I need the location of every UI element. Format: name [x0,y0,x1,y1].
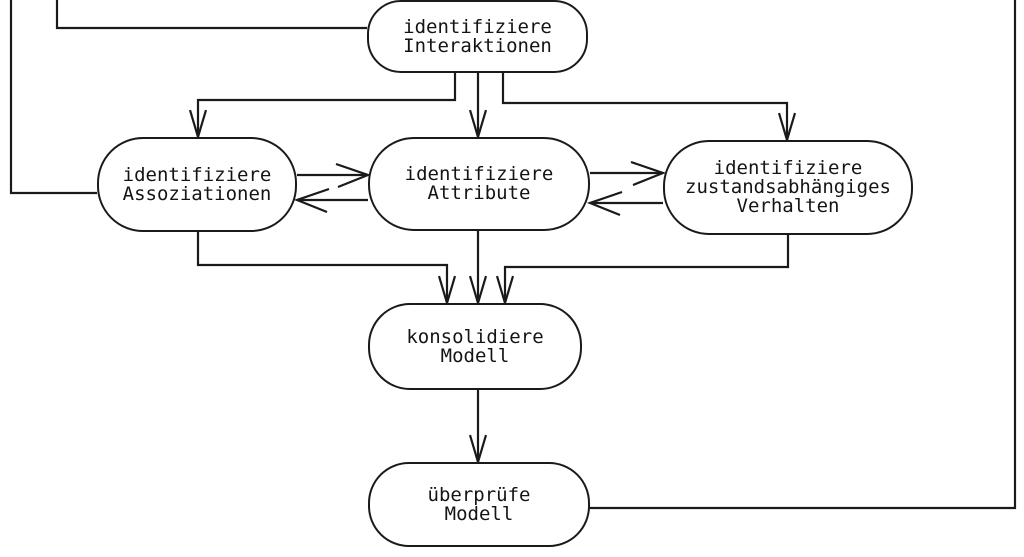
node-label-line: identifiziere [404,163,554,185]
node-label-line: zustandsabhängiges [685,176,891,198]
node-label-line: konsolidiere [406,325,544,348]
node-label-line: Assoziationen [122,182,272,205]
edge-assoziationen-konsolidiere [196,232,449,302]
arrowhead-left-icon [293,187,330,214]
node-label-line: Interaktionen [403,34,552,57]
node-label-line: Verhalten [736,195,840,217]
node-identifiziere-assoziationen: identifiziere Assoziationen [97,137,297,232]
node-label-line: identifiziere [122,163,272,186]
edge-verhalten-konsolidiere [503,235,790,302]
edge-offscreen-to-assoziationen [9,0,97,195]
node-label-line: identifiziere [713,157,863,179]
node-konsolidiere-modell: konsolidiere Modell [368,303,582,390]
node-label-line: Attribute [427,182,531,204]
node-label-line: Modell [440,344,510,367]
arrowhead-left-icon [586,190,623,217]
edge-offscreen-to-interaktionen [55,0,367,30]
node-identifiziere-zustandsabhaengiges-verhalten: identifiziere zustandsabhängiges Verhalt… [663,140,913,235]
edge-interaktionen-verhalten [501,73,789,139]
node-label-line: Modell [444,502,514,525]
arrowhead-right-icon [630,160,667,187]
edge-ueberpruefe-offscreen [588,0,1017,510]
node-label-line: überprüfe [427,483,531,506]
node-identifiziere-attribute: identifiziere Attribute [368,137,590,231]
edge-interaktionen-assoziationen [196,73,457,136]
node-identifiziere-interaktionen: identifiziere Interaktionen [367,0,588,73]
node-label-line: identifiziere [403,15,552,38]
node-ueberpruefe-modell: überprüfe Modell [368,462,590,547]
